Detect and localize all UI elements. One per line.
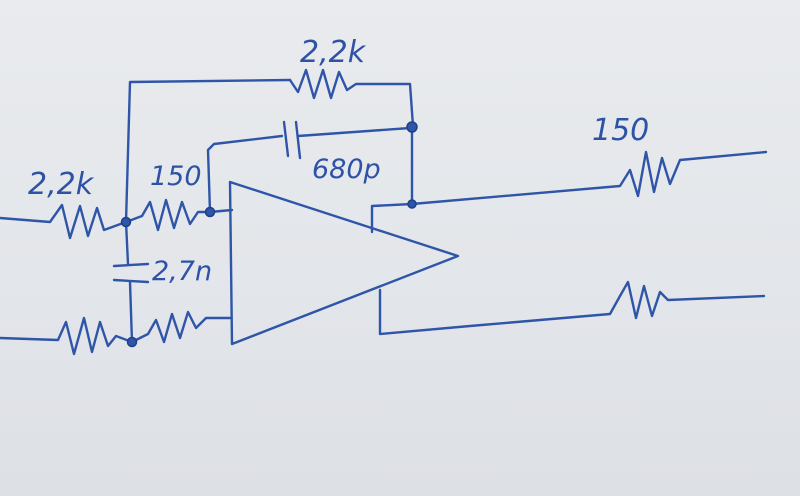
cap-680p-plate-right <box>294 120 302 160</box>
cap-680p-plate-left <box>282 120 290 158</box>
node-feedback-top <box>406 121 418 133</box>
cap-2-7n-wire-bottom <box>128 280 134 344</box>
series-resistor-zigzag <box>124 198 212 232</box>
cap-2-7n-wire-top <box>124 220 130 266</box>
output-top-wire <box>370 150 768 234</box>
label-shunt-capacitor: 2,7n <box>152 256 212 287</box>
cap-680p-wire-left <box>206 134 284 214</box>
label-feedback-capacitor: 680p <box>312 154 381 185</box>
lower-input-wire <box>0 316 134 356</box>
label-series-resistor: 150 <box>150 161 202 192</box>
label-input-resistor: 2,2k <box>28 167 95 202</box>
input-wire <box>0 203 128 240</box>
lower-series-resistor-zigzag <box>130 310 232 344</box>
opamp-triangle <box>228 180 460 346</box>
node-lower <box>126 336 138 348</box>
cap-2-7n-plate-bottom <box>112 278 150 284</box>
feedback-resistor-zigzag <box>288 68 415 128</box>
node-output <box>407 199 417 209</box>
cap-680p-wire-right <box>296 126 412 138</box>
label-feedback-resistor: 2,2k <box>300 35 367 70</box>
output-bottom-wire <box>378 280 766 336</box>
label-output-resistor: 150 <box>592 113 649 148</box>
cap-2-7n-plate-top <box>112 262 150 268</box>
node-inverting <box>204 206 216 218</box>
left-feedback-wire <box>124 78 292 224</box>
node-input <box>120 216 132 228</box>
